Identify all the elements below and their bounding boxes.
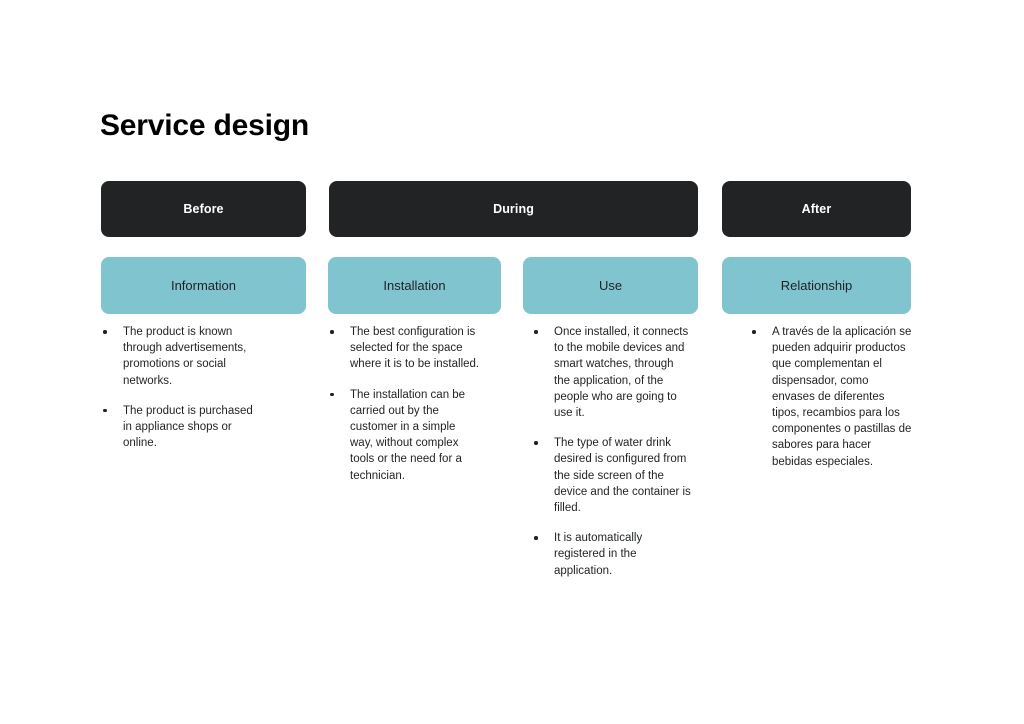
bullet-column-relationship: A través de la aplicación se pueden adqu… xyxy=(750,324,912,470)
bullet-dot-icon xyxy=(330,392,334,397)
stage-box-installation[interactable]: Installation xyxy=(328,257,501,314)
bullet-text: A través de la aplicación se pueden adqu… xyxy=(772,326,912,468)
phase-box-before[interactable]: Before xyxy=(101,181,306,237)
stage-box-relationship[interactable]: Relationship xyxy=(722,257,911,314)
phase-row: Before During After xyxy=(0,181,1024,237)
list-item: Once installed, it connects to the mobil… xyxy=(532,324,692,421)
stage-box-information[interactable]: Information xyxy=(101,257,306,314)
bullet-text: The product is purchased in appliance sh… xyxy=(123,404,253,450)
bullet-dot-icon xyxy=(330,330,334,334)
phase-label: Before xyxy=(183,202,224,216)
bullet-text: Once installed, it connects to the mobil… xyxy=(554,326,689,420)
bullet-dot-icon xyxy=(534,330,538,334)
stage-label: Use xyxy=(598,278,623,293)
bullet-text: The installation can be carried out by t… xyxy=(350,388,466,482)
list-item: The best configuration is selected for t… xyxy=(328,324,480,373)
bullet-dot-icon xyxy=(103,330,107,334)
list-item: The product is purchased in appliance sh… xyxy=(101,403,261,452)
bullet-dot-icon xyxy=(534,441,538,445)
list-item: The type of water drink desired is confi… xyxy=(532,435,692,516)
bullet-column-installation: The best configuration is selected for t… xyxy=(328,324,480,484)
stage-label: Information xyxy=(170,278,237,293)
list-item: It is automatically registered in the ap… xyxy=(532,530,692,579)
stage-row: Information Installation Use Relationship xyxy=(0,257,1024,314)
bullet-column-information: The product is known through advertiseme… xyxy=(101,324,261,451)
stage-label: Relationship xyxy=(780,278,853,293)
bullet-dot-icon xyxy=(534,536,538,540)
list-item: The product is known through advertiseme… xyxy=(101,324,261,389)
phase-label: During xyxy=(493,202,534,216)
phase-box-after[interactable]: After xyxy=(722,181,911,237)
phase-box-during[interactable]: During xyxy=(329,181,698,237)
page-title: Service design xyxy=(100,109,309,142)
bullet-text: The best configuration is selected for t… xyxy=(350,326,480,371)
bullet-text: The product is known through advertiseme… xyxy=(123,326,247,387)
bullet-text: The type of water drink desired is confi… xyxy=(554,437,691,515)
list-item: The installation can be carried out by t… xyxy=(328,387,480,484)
bullet-columns: The product is known through advertiseme… xyxy=(0,324,1024,624)
bullet-text: It is automatically registered in the ap… xyxy=(554,532,643,577)
bullet-dot-icon xyxy=(103,408,107,413)
stage-label: Installation xyxy=(383,278,446,293)
list-item: A través de la aplicación se pueden adqu… xyxy=(750,324,912,470)
bullet-dot-icon xyxy=(752,330,756,334)
phase-label: After xyxy=(801,202,832,216)
stage-box-use[interactable]: Use xyxy=(523,257,698,314)
bullet-column-use: Once installed, it connects to the mobil… xyxy=(532,324,692,579)
